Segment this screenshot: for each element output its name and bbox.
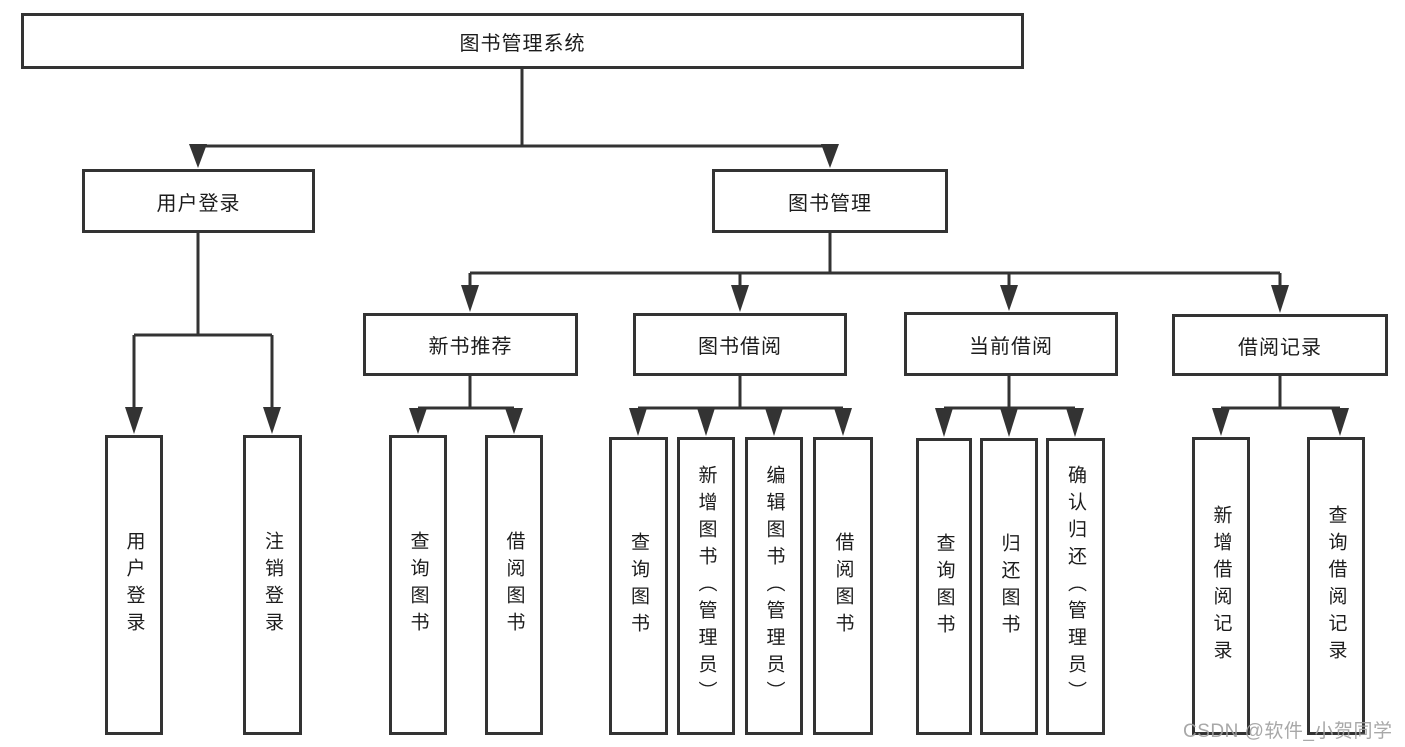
- csdn-watermark: CSDN @软件_小贺同学: [1183, 721, 1393, 742]
- node-book-management: 图书管理: [712, 169, 948, 233]
- node-label: 新增图书（管理员）: [695, 464, 717, 708]
- node-label: 图书管理系统: [459, 32, 586, 55]
- node-label: 用户登录: [123, 531, 145, 639]
- leaf-user-login: 用户登录: [105, 435, 163, 735]
- leaf-query-books-recommend: 查询图书: [389, 435, 447, 735]
- node-user-login: 用户登录: [82, 169, 315, 233]
- leaf-edit-books-admin: 编辑图书（管理员）: [745, 437, 803, 735]
- leaf-add-borrow-record: 新增借阅记录: [1192, 437, 1250, 735]
- leaf-add-books-admin: 新增图书（管理员）: [677, 437, 735, 735]
- node-label: 查询图书: [628, 532, 649, 640]
- node-label: 编辑图书（管理员）: [763, 464, 785, 708]
- node-new-book-recommend: 新书推荐: [363, 313, 578, 376]
- leaf-return-books: 归还图书: [980, 438, 1038, 735]
- node-label: 查询借阅记录: [1325, 505, 1347, 667]
- node-label: 借阅图书: [503, 531, 525, 639]
- node-borrowing-records: 借阅记录: [1172, 314, 1388, 376]
- node-label: 新书推荐: [428, 336, 513, 358]
- node-label: 注销登录: [262, 531, 283, 639]
- arrowheads: [125, 144, 1349, 437]
- node-current-borrowing: 当前借阅: [904, 312, 1118, 376]
- leaf-query-borrow-record: 查询借阅记录: [1307, 437, 1365, 735]
- node-label: 图书管理: [788, 192, 872, 215]
- leaf-borrow-books-recommend: 借阅图书: [485, 435, 543, 735]
- node-library-management-system: 图书管理系统: [21, 13, 1024, 69]
- node-label: 查询图书: [933, 532, 955, 641]
- leaf-query-books-current: 查询图书: [916, 438, 972, 735]
- leaf-logout: 注销登录: [243, 435, 302, 735]
- node-label: 借阅记录: [1238, 336, 1322, 359]
- node-label: 确认归还（管理员）: [1065, 465, 1086, 708]
- node-label: 归还图书: [998, 532, 1020, 641]
- node-label: 借阅图书: [832, 532, 854, 640]
- node-book-borrowing: 图书借阅: [633, 313, 847, 376]
- node-label: 用户登录: [156, 192, 241, 215]
- leaf-confirm-return-admin: 确认归还（管理员）: [1046, 438, 1105, 735]
- leaf-query-books-borrow: 查询图书: [609, 437, 668, 735]
- node-label: 查询图书: [407, 531, 429, 639]
- leaf-borrow-books: 借阅图书: [813, 437, 873, 735]
- node-label: 图书借阅: [698, 336, 782, 358]
- node-label: 新增借阅记录: [1210, 505, 1232, 667]
- node-label: 当前借阅: [969, 335, 1053, 358]
